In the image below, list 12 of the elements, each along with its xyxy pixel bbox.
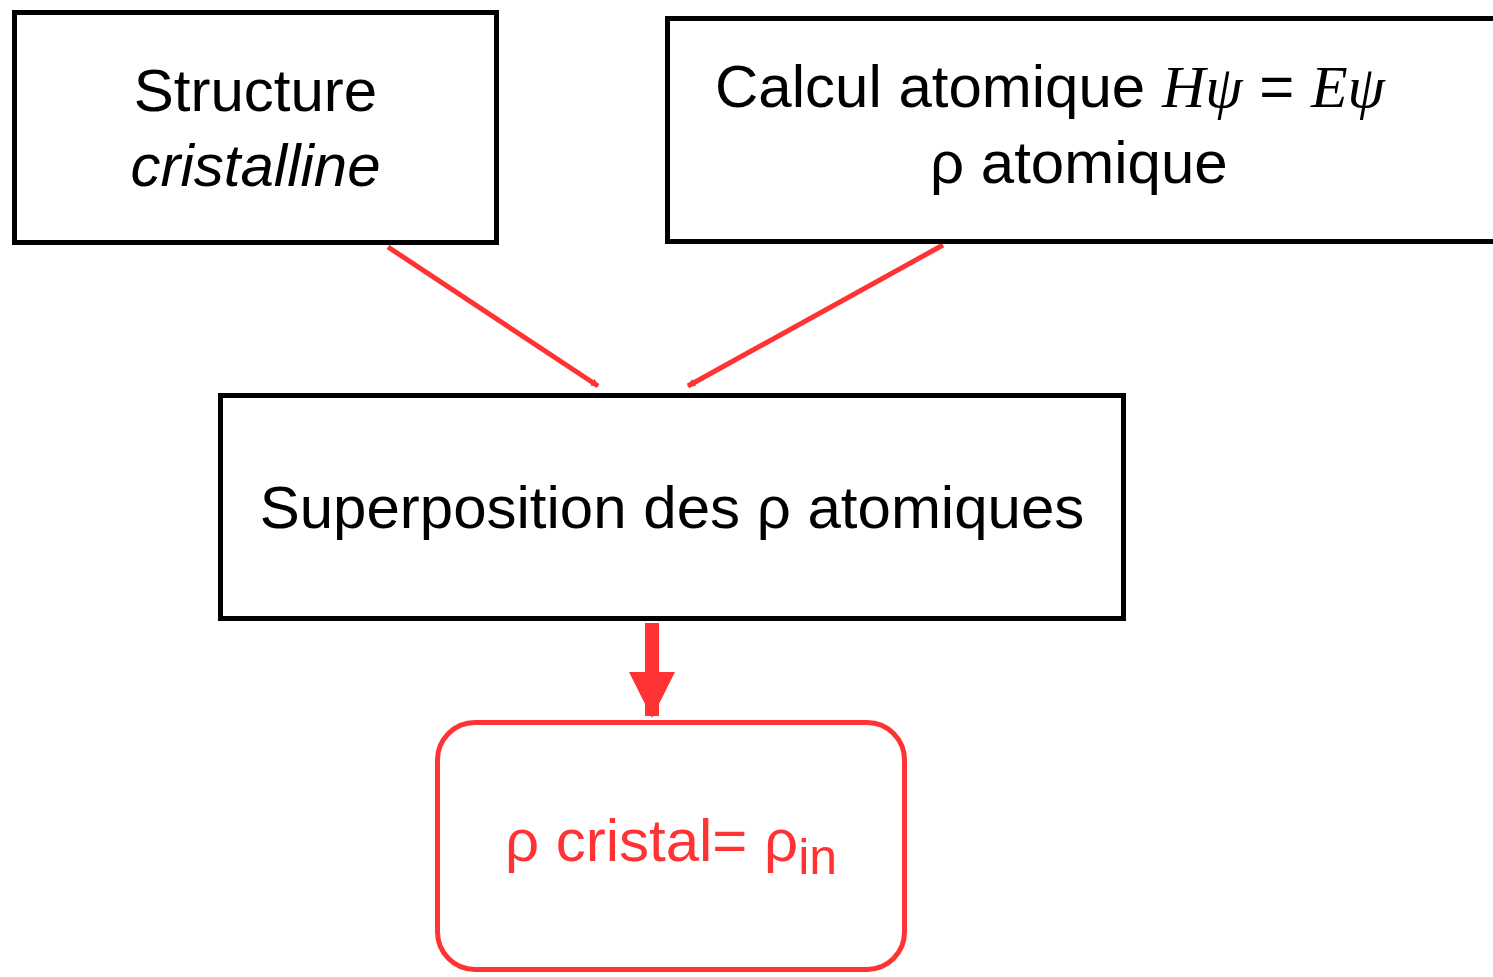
box-text: Structure cristalline — [129, 55, 382, 201]
process-box — [218, 393, 1126, 621]
box-text: ρ atomique — [930, 128, 1228, 198]
process-box — [12, 10, 499, 245]
box-text: Calcul atomique Hψ = Eψ — [715, 52, 1385, 122]
process-box — [665, 16, 1493, 244]
result-box — [435, 720, 907, 972]
arrow — [386, 244, 600, 389]
arrow — [686, 242, 945, 389]
formula-text: ρ cristal= ρ$_{in}$ — [504, 806, 838, 888]
box-text: Superposition des ρ atomiques — [259, 472, 1085, 543]
arrow — [629, 623, 675, 718]
